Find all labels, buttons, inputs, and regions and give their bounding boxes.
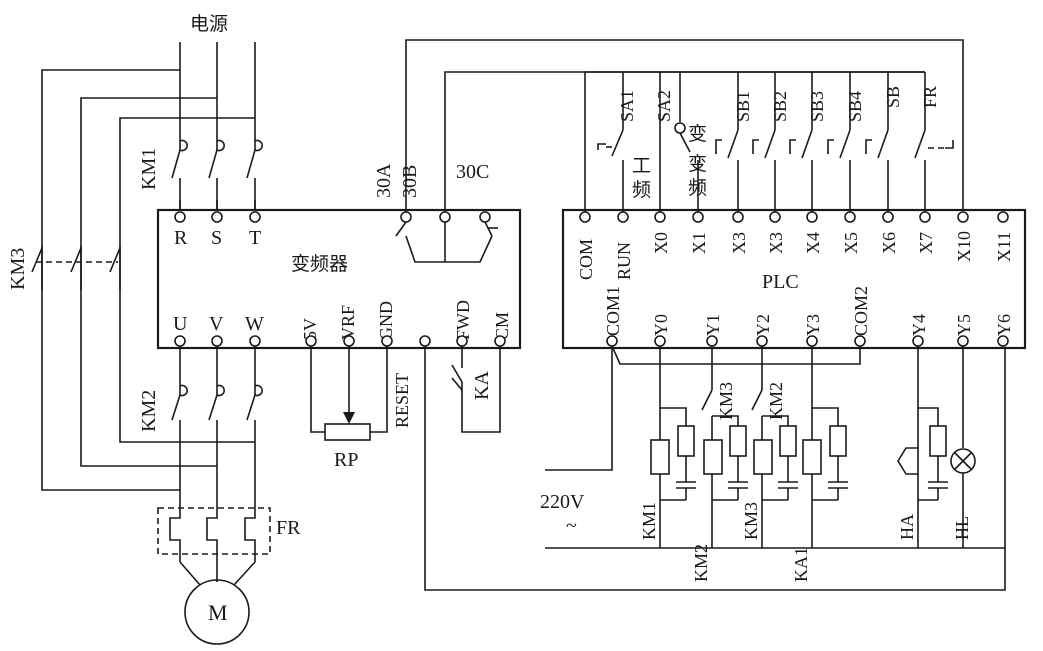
term-w: W bbox=[245, 313, 264, 335]
in-x1: X1 bbox=[689, 232, 709, 254]
in-x5: X5 bbox=[841, 232, 861, 254]
pin1-label: 频 bbox=[632, 179, 651, 201]
sb4-label: SB4 bbox=[845, 91, 865, 122]
term-30b: 30B bbox=[399, 165, 421, 198]
km3-label: KM3 bbox=[7, 248, 29, 290]
bian-label: 变 bbox=[688, 123, 707, 145]
supply-label: 220V bbox=[540, 491, 585, 513]
power-title: 电源 bbox=[190, 13, 228, 35]
in-x4: X4 bbox=[803, 232, 823, 254]
coil-ka1: KA1 bbox=[791, 547, 811, 582]
term-s: S bbox=[211, 227, 222, 249]
term-fwd: FWD bbox=[453, 300, 473, 340]
in-x10: X10 bbox=[954, 231, 974, 262]
fr-box bbox=[157, 507, 271, 555]
out-com1: COM1 bbox=[603, 286, 623, 336]
sb3-label: SB3 bbox=[807, 91, 827, 122]
inverter-name: 变频器 bbox=[291, 253, 348, 275]
fr-label: FR bbox=[276, 517, 301, 539]
interlock-km2: KM2 bbox=[766, 382, 786, 420]
motor-symbol bbox=[184, 579, 250, 645]
km3-contacts bbox=[31, 246, 121, 290]
sb2-label: SB2 bbox=[770, 91, 790, 122]
in-x3b: X3 bbox=[766, 232, 786, 254]
out-y3: Y3 bbox=[803, 314, 823, 336]
fr-switch-label: FR bbox=[920, 86, 940, 108]
in-x3a: X3 bbox=[729, 232, 749, 254]
out-y2: Y2 bbox=[753, 314, 773, 336]
out-y1: Y1 bbox=[703, 314, 723, 336]
in-run: RUN bbox=[614, 242, 634, 280]
sb1-label: SB1 bbox=[733, 91, 753, 122]
km1-contacts bbox=[170, 139, 270, 210]
term-u: U bbox=[173, 313, 188, 335]
plc-input-terminals bbox=[579, 211, 1009, 223]
out-com2: COM2 bbox=[851, 286, 871, 336]
term-5v: 5V bbox=[300, 318, 320, 340]
gong-label: 工 bbox=[632, 155, 651, 177]
interlock-km3: KM3 bbox=[716, 382, 736, 420]
inverter-box bbox=[156, 208, 522, 350]
sa1-label: SA1 bbox=[617, 90, 637, 122]
out-y4: Y4 bbox=[909, 314, 929, 336]
in-x6: X6 bbox=[879, 232, 899, 254]
supply-tilde: ~ bbox=[566, 515, 577, 537]
coil-km3: KM3 bbox=[741, 502, 761, 540]
sb-label: SB bbox=[883, 86, 903, 108]
plc-name: PLC bbox=[762, 271, 799, 293]
reset-label: RESET bbox=[392, 373, 412, 428]
out-y5: Y5 bbox=[954, 314, 974, 336]
motor-label: M bbox=[208, 600, 228, 625]
term-30c: 30C bbox=[456, 161, 489, 183]
term-t: T bbox=[249, 227, 261, 249]
sa2-label: SA2 bbox=[654, 90, 674, 122]
term-v: V bbox=[209, 313, 224, 335]
coil-hl: HL bbox=[952, 516, 972, 540]
term-r: R bbox=[174, 227, 188, 249]
in-x0: X0 bbox=[651, 232, 671, 254]
term-vrf: VRF bbox=[338, 305, 358, 340]
km1-label: KM1 bbox=[138, 148, 160, 190]
in-com: COM bbox=[576, 239, 596, 280]
out-y0: Y0 bbox=[651, 314, 671, 336]
in-x7: X7 bbox=[916, 232, 936, 254]
out-y6: Y6 bbox=[994, 314, 1014, 336]
term-30a: 30A bbox=[373, 163, 395, 198]
ka-label: KA bbox=[471, 371, 493, 400]
coil-ha: HA bbox=[897, 514, 917, 540]
plc-output-terminals bbox=[606, 335, 1009, 347]
sb-switches bbox=[715, 72, 954, 212]
rp-label: RP bbox=[334, 449, 358, 471]
bian2-label: 变 bbox=[688, 153, 707, 175]
km2-contacts bbox=[171, 346, 263, 510]
buzzer-icon bbox=[897, 447, 919, 475]
plc-box bbox=[561, 208, 1027, 350]
term-gnd: GND bbox=[376, 301, 396, 340]
km2-label: KM2 bbox=[138, 390, 160, 432]
pin2-label: 频 bbox=[688, 177, 707, 199]
in-x11: X11 bbox=[994, 232, 1014, 262]
coil-km2: KM2 bbox=[691, 544, 711, 582]
term-cm: CM bbox=[492, 312, 512, 340]
coil-km1: KM1 bbox=[639, 502, 659, 540]
